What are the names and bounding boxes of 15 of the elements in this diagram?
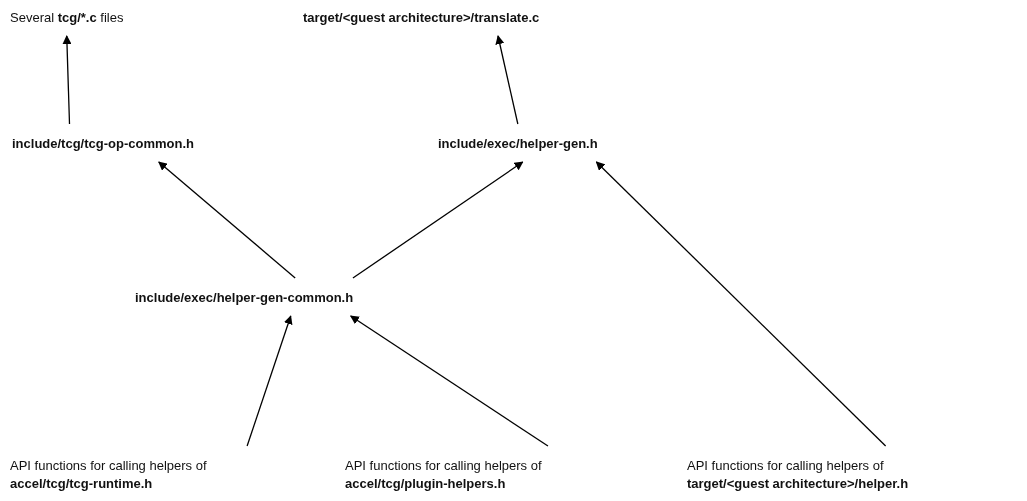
arrow: [246, 315, 293, 447]
description-text: API functions for calling helpers of accel/tcg/plugin-helpers.h: [343, 454, 587, 496]
description-text: API functions for calling helpers of accel/tcg/tcg-runtime.h: [8, 454, 252, 496]
description-text: API functions for calling helpers of target/<guest architecture>/helper.h: [685, 454, 949, 496]
file-label: include/exec/helper-gen.h: [436, 132, 600, 156]
file-label: Several tcg/*.c files: [8, 6, 126, 30]
arrow: [349, 315, 549, 447]
arrow: [158, 161, 296, 279]
file-label: target/<guest architecture>/translate.c: [301, 6, 542, 30]
file-label: include/exec/helper-gen-common.h: [133, 286, 356, 310]
file-label: include/tcg/tcg-op-common.h: [10, 132, 196, 156]
arrow: [595, 161, 887, 447]
arrow: [62, 35, 72, 125]
arrow: [495, 35, 519, 125]
arrow: [352, 161, 524, 279]
